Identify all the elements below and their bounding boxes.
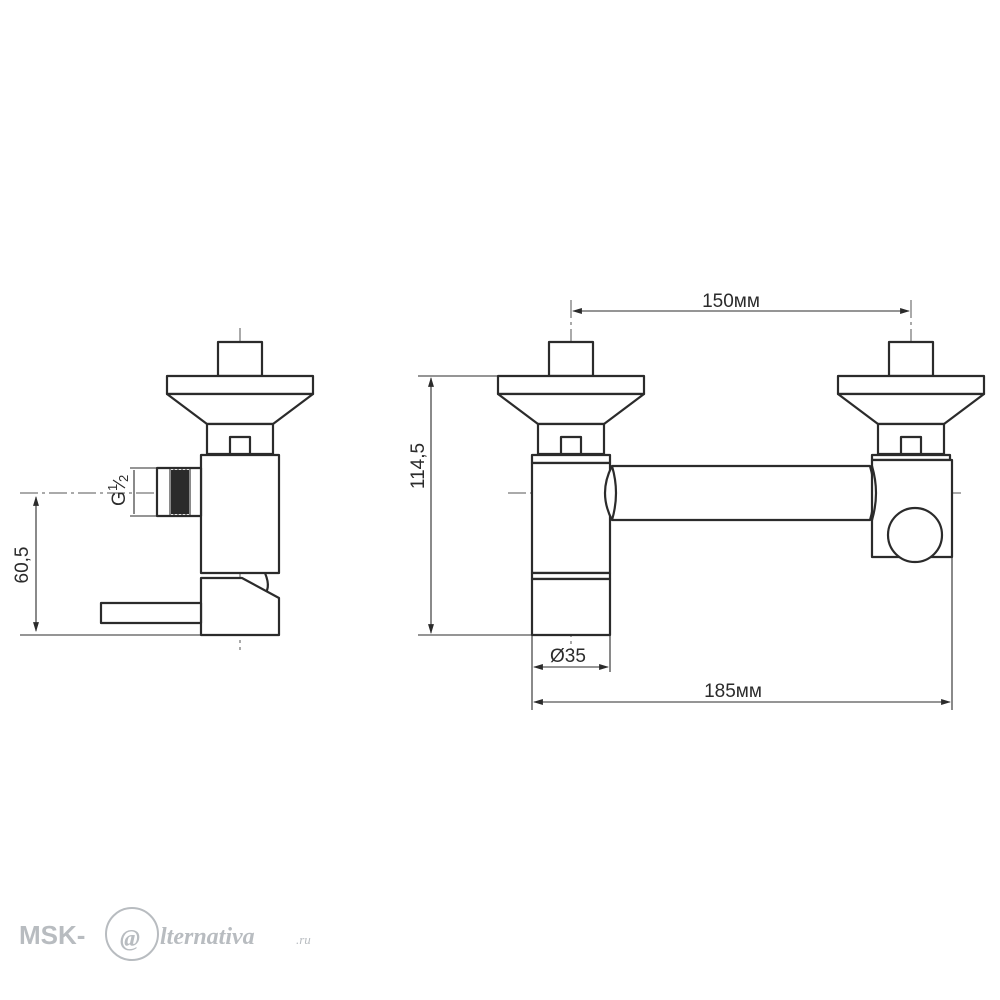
- watermark-suffix: .ru: [296, 932, 311, 947]
- watermark-at-glyph: @: [120, 926, 140, 952]
- side-spout-housing: [199, 576, 281, 637]
- watermark-right-text: lternativa: [160, 924, 255, 950]
- width-label: 185мм: [704, 681, 762, 702]
- pipe-left-end: [610, 465, 618, 521]
- side-flange-cone: [165, 392, 315, 426]
- left-nut: [559, 435, 583, 456]
- right-handle-knob: [887, 340, 935, 378]
- spacing-label: 150мм: [702, 291, 760, 312]
- left-ring: [530, 453, 612, 465]
- watermark-at-circle: [105, 907, 159, 961]
- left-flange-top: [496, 374, 646, 396]
- thread-den-label: 2: [116, 475, 131, 482]
- right-nut: [899, 435, 923, 456]
- side-view: 60,5 G 1 2: [12, 328, 315, 650]
- left-body: [530, 461, 612, 575]
- side-body: [199, 453, 281, 575]
- side-thread-marks: [169, 468, 191, 516]
- left-handle-knob: [547, 340, 595, 378]
- connecting-pipe: [603, 464, 876, 522]
- thread-num-label: 1: [105, 484, 120, 491]
- right-flange-top: [836, 374, 986, 396]
- left-base: [530, 577, 612, 637]
- side-nut: [228, 435, 252, 456]
- height-label: 114,5: [408, 443, 429, 489]
- right-outlet-circle: [886, 506, 944, 564]
- side-handle-knob: [216, 340, 264, 378]
- thread-label: G 1 2: [105, 475, 131, 506]
- left-flange-cone: [496, 392, 646, 426]
- watermark-logo: MSK- @ lternativa .ru: [19, 907, 311, 961]
- watermark-left-text: MSK-: [19, 920, 85, 950]
- thread-main-label: G: [109, 491, 130, 506]
- right-flange-cone: [836, 392, 986, 426]
- side-spout-pipe: [99, 601, 203, 625]
- side-height-label: 60,5: [12, 547, 33, 584]
- diameter-label: Ø35: [550, 646, 586, 667]
- side-flange-top: [165, 374, 315, 396]
- front-view: 150мм 114,5 Ø35 185мм: [408, 291, 986, 710]
- pipe-right-end: [870, 465, 878, 521]
